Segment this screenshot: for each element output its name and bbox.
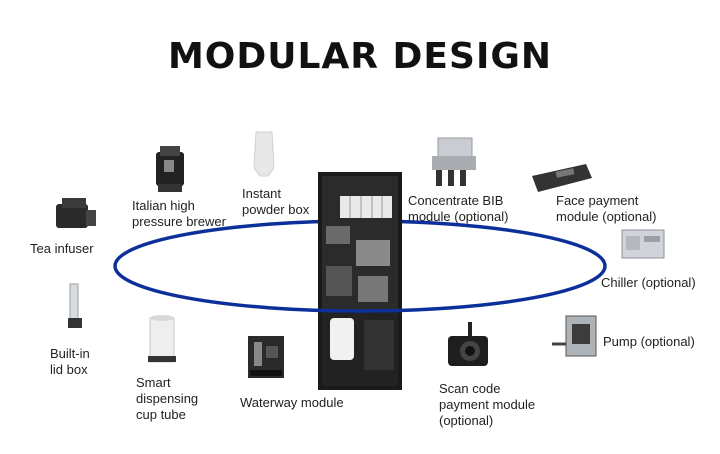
label-pump: Pump (optional) — [603, 334, 695, 349]
page-title: MODULAR DESIGN — [167, 36, 553, 77]
label-lid-box: Built-in lid box — [50, 346, 90, 377]
tea-infuser-icon — [56, 198, 96, 228]
label-cup-tube: Smart dispensing cup tube — [136, 375, 199, 422]
cup-tube-icon — [148, 315, 176, 363]
waterway-icon — [248, 336, 284, 378]
brewer-icon — [156, 146, 184, 192]
label-waterway: Waterway module — [240, 395, 344, 410]
pump-icon — [552, 315, 597, 357]
bib-module-icon — [432, 137, 476, 186]
label-tea-infuser: Tea infuser — [30, 241, 94, 256]
ring-front — [113, 265, 607, 313]
lid-box-icon — [68, 283, 82, 328]
label-concentrate-bib: Concentrate BIB module (optional) — [408, 193, 509, 224]
label-italian-brewer: Italian high pressure brewer — [132, 198, 226, 229]
label-chiller: Chiller (optional) — [601, 275, 696, 290]
chiller-icon — [621, 229, 665, 259]
label-face-payment: Face payment module (optional) — [556, 193, 657, 224]
face-payment-icon — [532, 164, 592, 192]
vending-machine-icon — [318, 172, 402, 390]
scan-camera-icon — [448, 322, 488, 366]
label-scan-code: Scan code payment module (optional) — [439, 381, 536, 428]
powder-box-icon — [253, 131, 275, 177]
label-powder-box: Instant powder box — [242, 186, 310, 217]
